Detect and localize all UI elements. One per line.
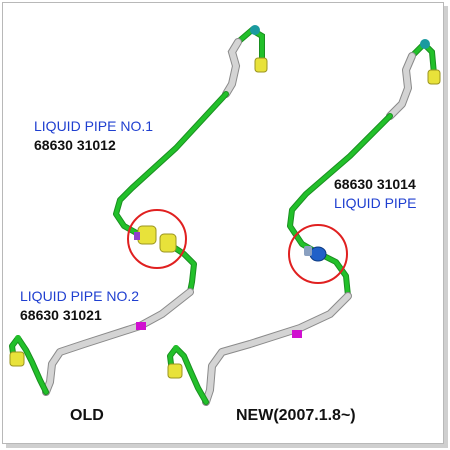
old-pipe-1-name: LIQUID PIPE NO.1 <box>34 118 154 134</box>
old-pipe-2-part-number: 68630 31021 <box>20 307 102 323</box>
new-blue-connector <box>304 246 327 262</box>
frame-shadow-right <box>444 6 448 446</box>
new-liquid-pipe <box>167 39 437 406</box>
new-pipe-name: LIQUID PIPE <box>334 195 417 211</box>
new-magenta-joint <box>292 330 302 338</box>
old-pipe-2-name: LIQUID PIPE NO.2 <box>20 288 140 304</box>
new-top-fitting <box>420 39 441 85</box>
frame-shadow-bottom <box>6 444 448 448</box>
diagram-frame <box>2 2 444 444</box>
new-highlight-circle <box>288 224 348 284</box>
new-pipe-part-number: 68630 31014 <box>334 176 416 192</box>
old-bottom-fitting <box>9 335 25 367</box>
old-caption: OLD <box>70 407 104 424</box>
old-highlight-circle <box>127 209 187 269</box>
old-magenta-joint <box>136 322 146 330</box>
old-top-fitting <box>250 25 268 73</box>
new-caption: NEW(2007.1.8~) <box>236 407 356 424</box>
old-joint-fittings <box>134 225 177 253</box>
old-pipe-1-part-number: 68630 31012 <box>34 137 116 153</box>
new-bottom-fitting <box>167 345 183 379</box>
old-liquid-pipe-no2 <box>9 243 197 396</box>
